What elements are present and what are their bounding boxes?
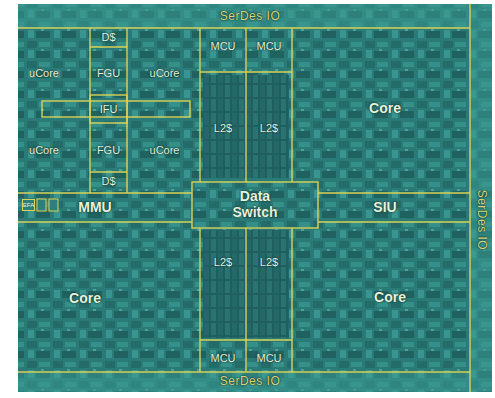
floorplan-block: FGU <box>90 141 127 159</box>
floorplan-block: uCore <box>19 141 69 159</box>
block-label: L2$ <box>260 122 278 135</box>
floorplan-block: FGU <box>90 64 127 82</box>
block-label: MCU <box>256 352 281 365</box>
floorplan-block: D$ <box>90 28 127 47</box>
floorplan-block: Core <box>345 287 435 307</box>
block-label: D$ <box>101 175 115 188</box>
serdes-band <box>18 4 470 28</box>
block-label: uCore <box>150 67 180 80</box>
floorplan-block: IFU <box>90 100 127 118</box>
block-label: IFU <box>100 103 118 116</box>
block-label: MCU <box>256 40 281 53</box>
floorplan-block: uCore <box>19 64 69 82</box>
floorplan-block: L2$ <box>200 252 246 272</box>
floorplan-block: Data Switch <box>222 183 288 225</box>
block-label: MCU <box>210 40 235 53</box>
floorplan-block: MCU <box>200 348 246 368</box>
block-label: FGU <box>97 144 120 157</box>
block-label: SerDes IO <box>220 10 281 24</box>
floorplan-block: L2$ <box>246 252 292 272</box>
floorplan-block: SerDes IO <box>190 8 310 26</box>
floorplan-block: uCore <box>137 141 192 159</box>
block-label: SIU <box>373 199 396 215</box>
floorplan-lines <box>18 4 470 392</box>
floorplan-block: SIU <box>345 196 425 218</box>
block-label: Core <box>374 289 406 305</box>
block-label: L2$ <box>260 256 278 269</box>
small-block <box>37 199 46 211</box>
block-label: Data Switch <box>227 188 283 220</box>
serdes-band <box>18 372 470 392</box>
block-label: uCore <box>150 144 180 157</box>
block-label: D$ <box>101 31 115 44</box>
floorplan-block: SerDes IO <box>470 150 492 290</box>
floorplan-block: Core <box>40 288 130 308</box>
floorplan-block: MMU <box>60 196 130 218</box>
block-label: Core <box>369 100 401 116</box>
floorplan-block: uCore <box>137 64 192 82</box>
block-label: Core <box>69 290 101 306</box>
block-label: MMU <box>78 199 111 215</box>
floorplan-block: L2$ <box>246 118 292 138</box>
block-label: FGU <box>97 67 120 80</box>
block-label: L2$ <box>214 122 232 135</box>
floorplan-block: Core <box>340 98 430 118</box>
floorplan-block: MCU <box>200 36 246 56</box>
floorplan-block: MCU <box>246 36 292 56</box>
floorplan-block: SerDes IO <box>190 373 310 391</box>
block-label: MCU <box>210 352 235 365</box>
block-label: SerDes IO <box>220 375 281 389</box>
block-label: L2$ <box>214 256 232 269</box>
floorplan-block: D$ <box>90 172 127 191</box>
small-block: EFA <box>22 199 35 211</box>
serdes-band <box>470 4 492 392</box>
block-label: uCore <box>29 144 59 157</box>
block-label: SerDes IO <box>474 190 488 251</box>
floorplan-block: MCU <box>246 348 292 368</box>
die <box>18 4 492 392</box>
part-name: EFA <box>23 202 34 209</box>
small-block <box>49 199 58 211</box>
block-label: uCore <box>29 67 59 80</box>
floorplan-block: L2$ <box>200 118 246 138</box>
